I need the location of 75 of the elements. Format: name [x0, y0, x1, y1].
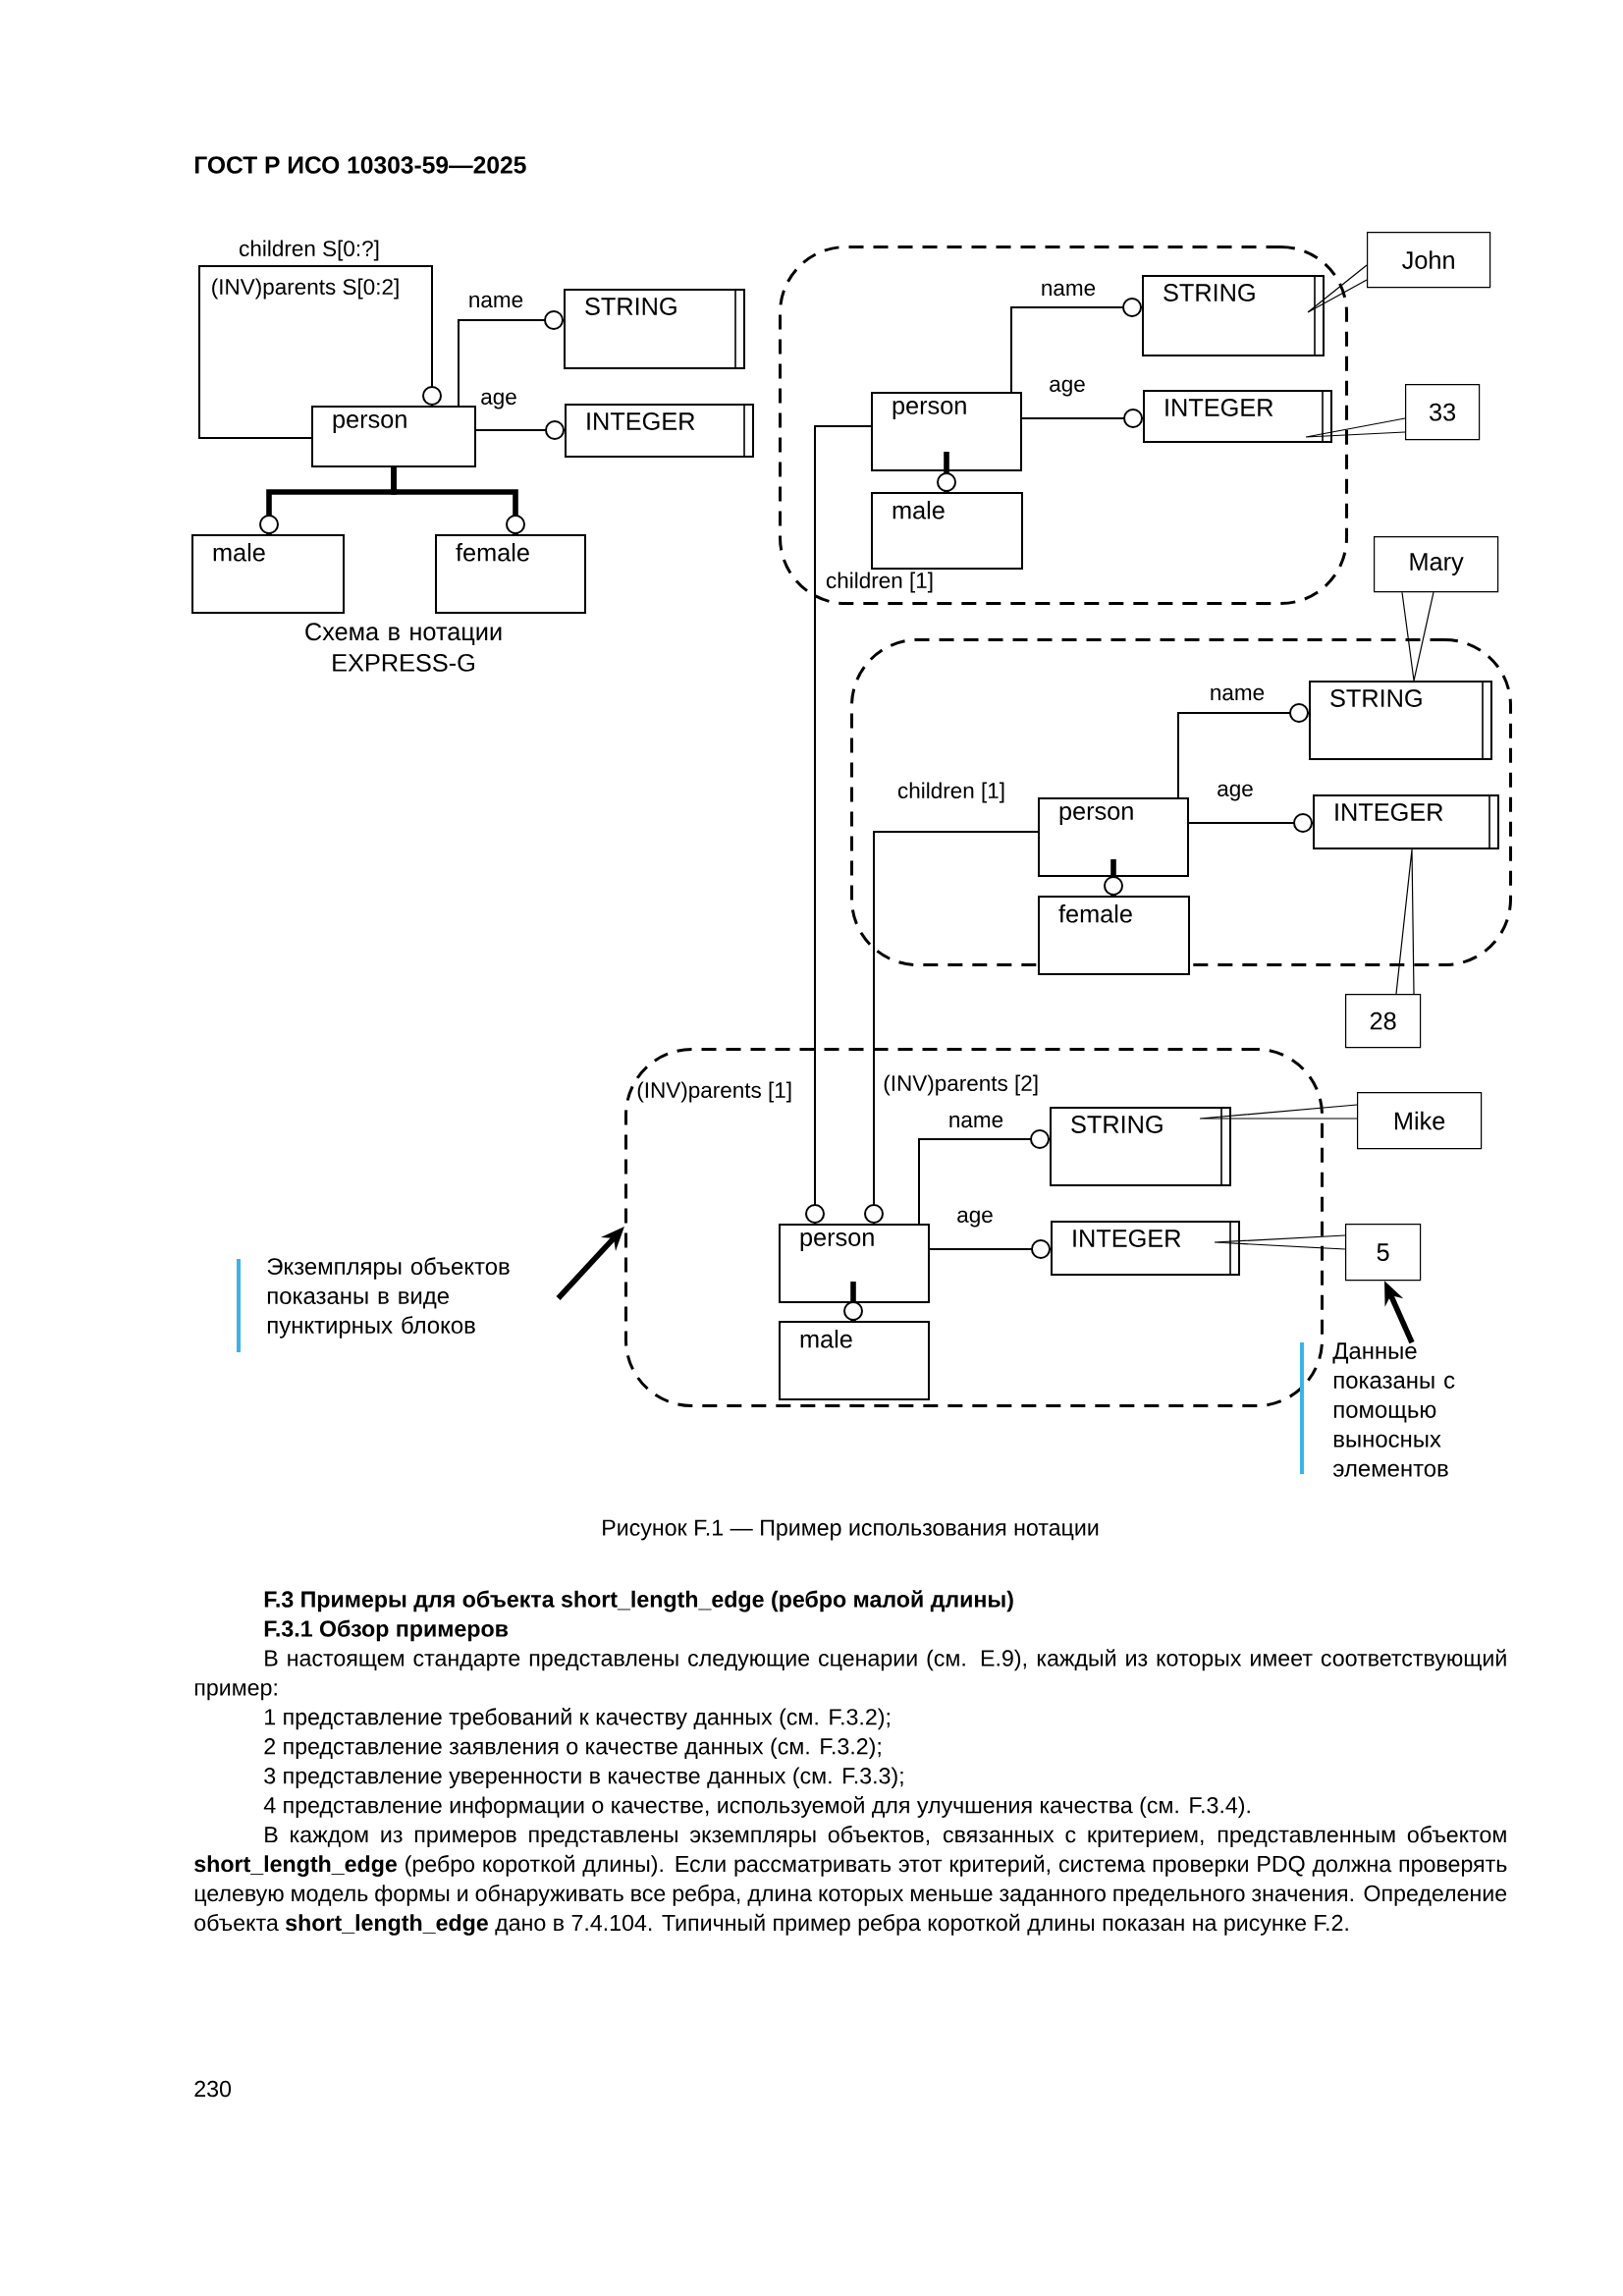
callout-pointer [1401, 591, 1434, 682]
type-box: INTEGER [565, 403, 754, 459]
diagram-caption: Схема в нотации EXPRESS-G [305, 623, 502, 672]
callout-box: Mike [1357, 1092, 1483, 1150]
page-header: ГОСТ Р ИСО 10303-59—2025 [194, 156, 526, 174]
callout-pointer [1199, 1104, 1358, 1120]
callout-box: 33 [1405, 384, 1481, 441]
role-label: (INV)parents [2] [884, 1074, 1038, 1096]
edge-label: children [1] [895, 781, 1007, 804]
type-box: STRING [1050, 1106, 1231, 1187]
edge-label: age [1215, 783, 1256, 802]
callout-box: John [1367, 232, 1491, 289]
entity-box: person [871, 392, 1022, 471]
relationship-line [805, 425, 872, 1225]
entity-box: male [871, 492, 1023, 570]
instance-frame [624, 1048, 1324, 1408]
entity-box: male [191, 534, 345, 614]
list-item: 3 представление уверенности в качестве данных (см. F.3.3); [264, 1767, 903, 1789]
relationship-line [475, 420, 566, 440]
entity-box: male [779, 1321, 930, 1400]
role-label: (INV)parents [1] [637, 1081, 791, 1103]
edge-label: name [1208, 686, 1267, 702]
list-item: 2 представление заявления о качестве данных (см. F.3.2); [264, 1737, 881, 1760]
relationship-line [929, 1239, 1052, 1259]
callout-pointer [1305, 417, 1406, 438]
page-number: 230 [194, 2080, 232, 2098]
callout-pointer [1395, 848, 1415, 995]
relationship-line [1010, 298, 1143, 393]
type-box: STRING [1309, 680, 1492, 761]
edge-label: name [466, 294, 525, 309]
subtype-line [937, 452, 956, 492]
subtype-line [843, 1282, 863, 1321]
relationship-line [864, 831, 1039, 1225]
entity-box: female [435, 534, 586, 614]
list-item: 4 представление информации о качестве, используемой для улучшения качества (см. F.3.4). [263, 1795, 1250, 1818]
callout-box: Mary [1374, 536, 1499, 593]
edge-label: children S[0:?] [237, 239, 382, 262]
callout-pointer [1307, 264, 1368, 313]
instance-frame [779, 246, 1348, 606]
note-text: Экземпляры объектов показаны в виде пунктирных блоков [267, 1257, 510, 1339]
role-label: (INV)parents S[0:2] [212, 278, 399, 300]
relationship-line [1021, 409, 1144, 428]
entity-box: person [1038, 797, 1189, 877]
subtype-line [391, 467, 525, 534]
type-box: INTEGER [1313, 793, 1499, 850]
callout-box: 5 [1345, 1224, 1422, 1282]
note-text: Данные показаны с помощью выносных элементов [1332, 1342, 1455, 1477]
type-box: INTEGER [1143, 389, 1332, 444]
instance-frame [850, 638, 1512, 967]
edge-label: name [947, 1114, 1005, 1129]
edge-label: age [954, 1209, 996, 1229]
relationship-line [1188, 813, 1314, 833]
entity-box: person [311, 406, 476, 467]
section-heading: F.3 Примеры для объекта short_length_edge (ребро малой длины) [264, 1590, 1013, 1613]
relationship-line [198, 265, 442, 439]
entity-box: female [1038, 896, 1190, 975]
edge-label: age [1047, 378, 1088, 398]
entity-box: person [779, 1224, 930, 1303]
type-box: STRING [1142, 274, 1325, 357]
type-box: INTEGER [1051, 1220, 1240, 1277]
paragraph: В настоящем стандарте представлены следующие сценарии (см. E.9), каждый из которых имеет соответствующий пример: [194, 1649, 1506, 1701]
list-item: 1 представление требований к качеству данных (см. F.3.2); [265, 1708, 890, 1730]
callout-box: 28 [1345, 994, 1422, 1049]
type-box: STRING [564, 288, 745, 370]
edge-label: age [478, 391, 519, 410]
figure-caption: Рисунок F.1 — Пример использования нотации [603, 1519, 1099, 1541]
callout-pointer [1214, 1234, 1346, 1250]
relationship-line [458, 310, 565, 407]
relationship-line [918, 1129, 1051, 1225]
relationship-line [1177, 703, 1310, 798]
section-heading: F.3.1 Обзор примеров [264, 1619, 509, 1642]
paragraph: В каждом из примеров представлены экземпляры объектов, связанных с критерием, представленным объектом short_length_edge (ребро короткой длины). Если рассматривать этот критерий, система проверки PDQ должна проверять целевую модель формы и обнаруживать все ребра, длина которых меньше заданного предельного значения. Определение объекта short_length_edge дано в 7.4.104. Типичный пример ребра короткой длины показан на рисунке F.2. [194, 1826, 1507, 1936]
edge-label: children [1] [824, 571, 936, 594]
subtype-line [1104, 859, 1123, 896]
edge-label: name [1039, 282, 1098, 298]
